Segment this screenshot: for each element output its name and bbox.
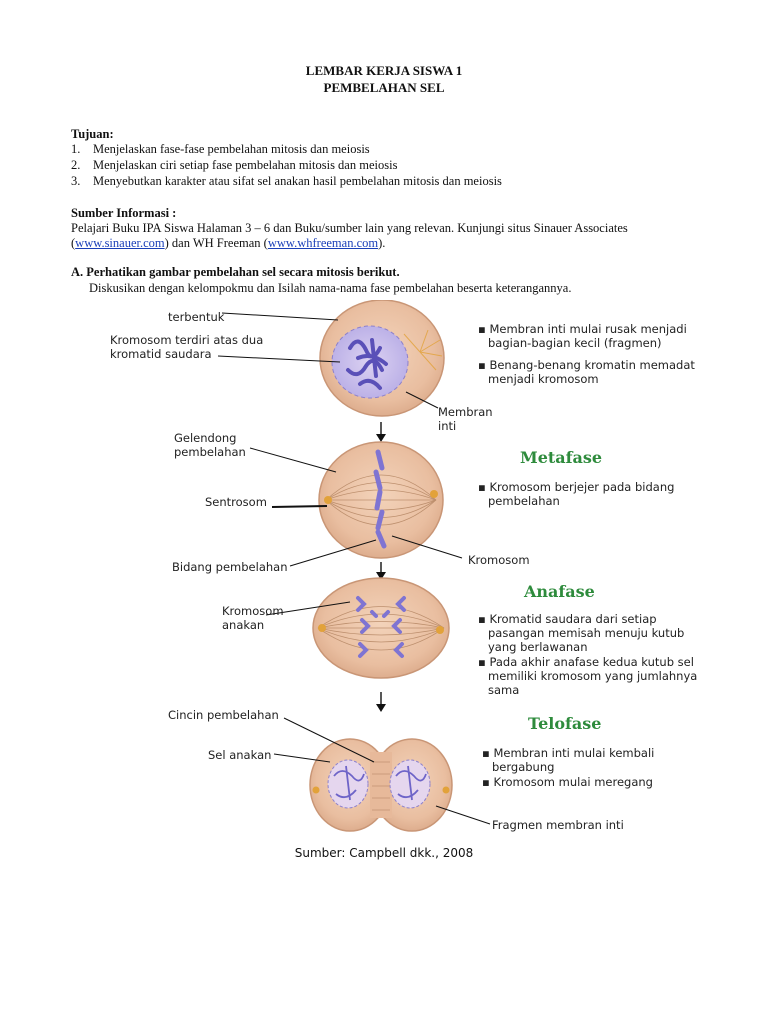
mitosis-diagram xyxy=(217,300,491,832)
sumber-text-line2: (www.sinauer.com) dan WH Freeman (www.wh… xyxy=(71,236,386,250)
label-gelendong-pembelahan: Gelendong pembelahan xyxy=(174,431,246,459)
phase-title-telofase: Telofase xyxy=(528,714,602,733)
metaphase-bullet-1: ▪ Kromosom berjejer pada bidang pembelah… xyxy=(478,480,675,508)
anaphase-bullet-2: ▪ Pada akhir anafase kedua kutub sel mem… xyxy=(478,655,698,697)
label-membran-inti: Membran inti xyxy=(438,405,493,433)
sumber-heading: Sumber Informasi : xyxy=(71,206,177,220)
page-title: LEMBAR KERJA SISWA 1 xyxy=(305,63,463,78)
label-terbentuk: terbentuk xyxy=(168,310,225,324)
label-fragmen-membran: Fragmen membran inti xyxy=(492,818,624,832)
prophase-bullet-1: ▪ Membran inti mulai rusak menjadi bagia… xyxy=(478,322,687,350)
label-kromosom-anakan: Kromosom anakan xyxy=(222,604,284,632)
whfreeman-link[interactable]: www.whfreeman.com xyxy=(267,236,379,250)
label-kromosom: Kromosom xyxy=(468,553,530,567)
label-cincin-pembelahan: Cincin pembelahan xyxy=(168,708,279,722)
phase-title-metafase: Metafase xyxy=(520,448,603,467)
phase-title-anafase: Anafase xyxy=(524,582,595,601)
telophase-bullet-2: ▪ Kromosom mulai meregang xyxy=(482,775,653,789)
mitosis-figure: terbentuk Kromosom terdiri atas dua krom… xyxy=(0,300,768,870)
figure-source: Sumber: Campbell dkk., 2008 xyxy=(294,846,474,860)
section-a-heading: A. Perhatikan gambar pembelahan sel seca… xyxy=(71,265,400,279)
list-item: 3.Menyebutkan karakter atau sifat sel an… xyxy=(71,174,502,188)
telophase-bullet-1: ▪ Membran inti mulai kembali bergabung xyxy=(482,746,655,774)
section-a-instruction: Diskusikan dengan kelompokmu dan Isilah … xyxy=(89,281,572,295)
list-item: 2.Menjelaskan ciri setiap fase pembelaha… xyxy=(71,158,398,172)
anaphase-bullet-1: ▪ Kromatid saudara dari setiap pasangan … xyxy=(478,612,685,654)
tujuan-heading: Tujuan: xyxy=(71,127,114,141)
metaphase-cell xyxy=(318,441,444,559)
leader-lines xyxy=(217,312,491,825)
prophase-cell xyxy=(319,300,445,417)
prophase-bullet-2: ▪ Benang-benang kromatin memadat menjadi… xyxy=(478,358,695,386)
page-subtitle: PEMBELAHAN SEL xyxy=(323,80,445,95)
label-sentrosom: Sentrosom xyxy=(205,495,267,509)
label-kromosom-kromatid: Kromosom terdiri atas dua kromatid sauda… xyxy=(110,333,264,361)
sinauer-link[interactable]: www.sinauer.com xyxy=(75,236,165,250)
anaphase-cell xyxy=(312,577,450,679)
label-sel-anakan: Sel anakan xyxy=(208,748,272,762)
telophase-cell xyxy=(309,738,453,832)
sumber-text-line1: Pelajari Buku IPA Siswa Halaman 3 – 6 da… xyxy=(71,221,628,235)
list-item: 1.Menjelaskan fase-fase pembelahan mitos… xyxy=(71,142,370,156)
label-bidang-pembelahan: Bidang pembelahan xyxy=(172,560,288,574)
tujuan-list: 1.Menjelaskan fase-fase pembelahan mitos… xyxy=(71,141,502,189)
